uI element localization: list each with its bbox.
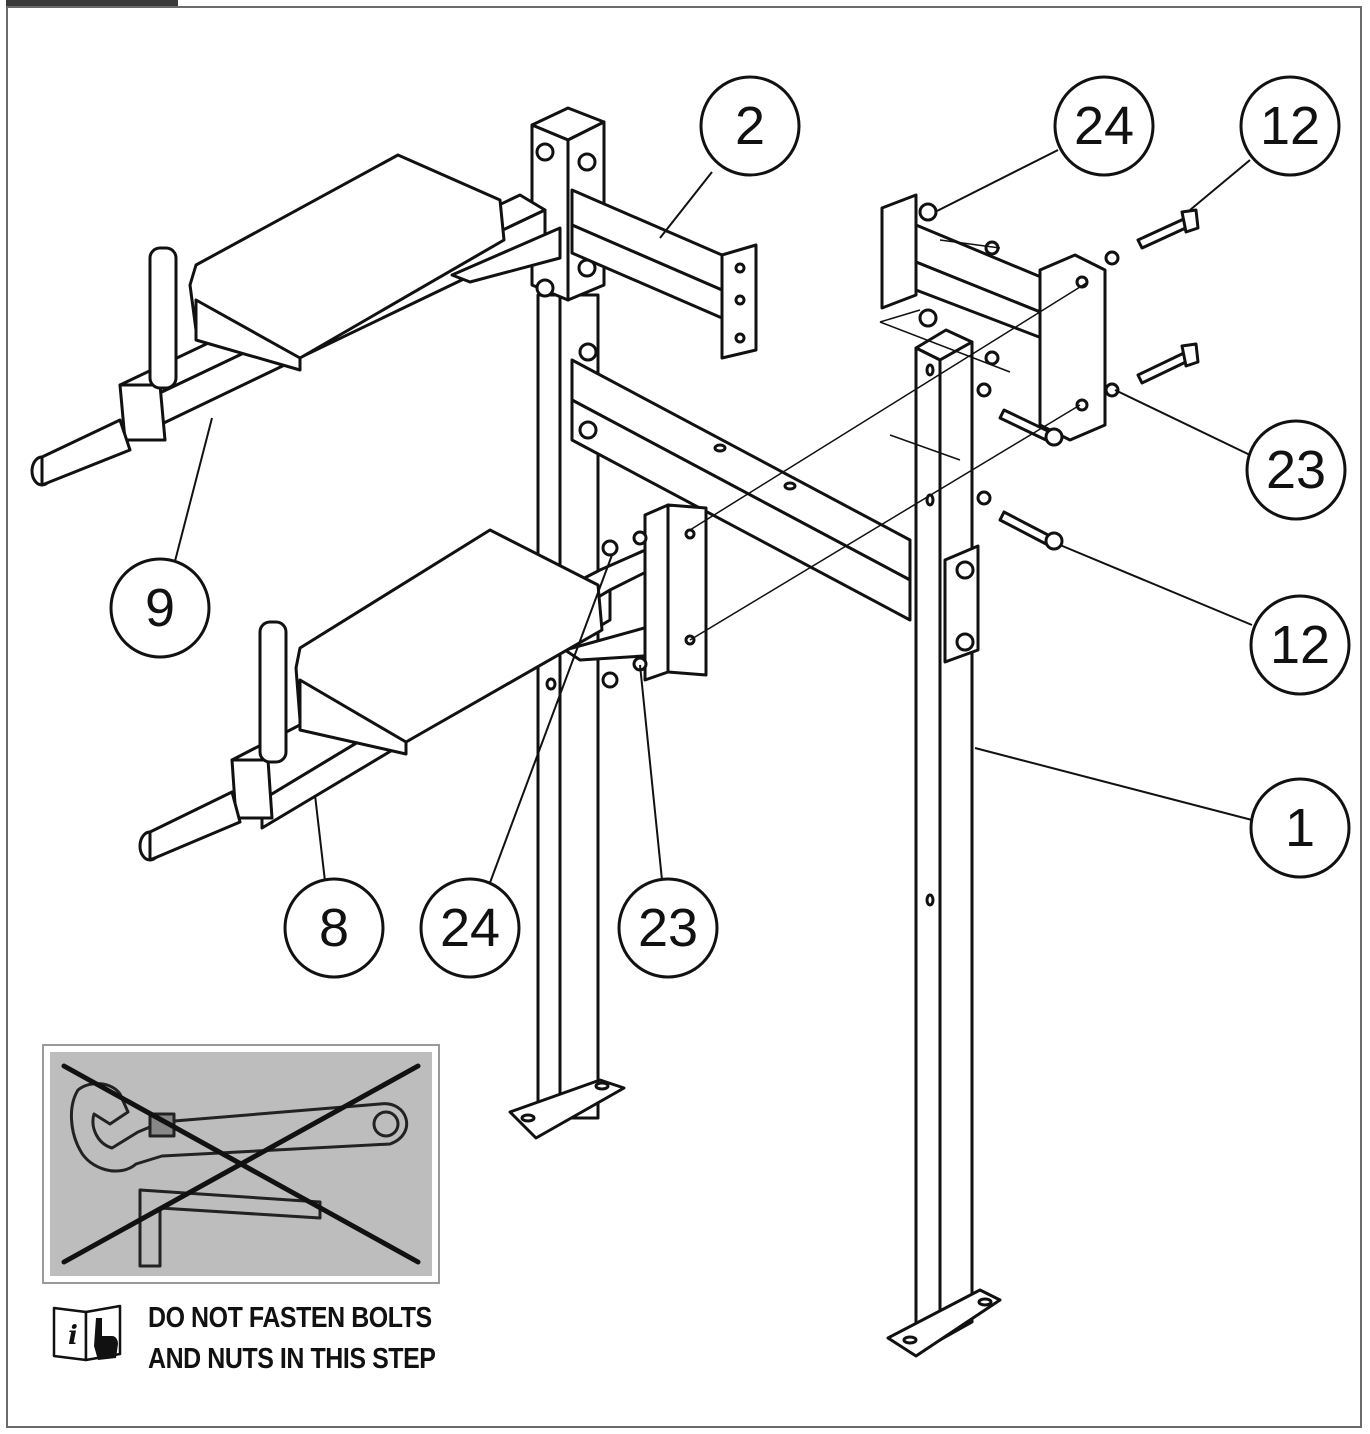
- callout-24-top: 24: [1053, 75, 1155, 177]
- callout-23-bottom: 23: [617, 877, 719, 979]
- svg-text:24: 24: [1074, 96, 1134, 156]
- svg-text:2: 2: [735, 96, 765, 156]
- svg-text:23: 23: [1266, 440, 1326, 500]
- leader-lines: [173, 149, 1253, 891]
- callout-24-bottom: 24: [419, 877, 521, 979]
- warning-panel-background: [50, 1052, 432, 1276]
- assembly-note: i DO NOT FASTEN BOLTS AND NUTS IN THIS S…: [50, 1296, 470, 1386]
- svg-text:23: 23: [638, 898, 698, 958]
- svg-text:i: i: [68, 1321, 78, 1351]
- no-tools-warning-panel: [42, 1044, 440, 1284]
- left-upright-post: [508, 293, 626, 1140]
- note-text: DO NOT FASTEN BOLTS AND NUTS IN THIS STE…: [148, 1298, 436, 1380]
- header-tab: [6, 0, 178, 8]
- note-line-1: DO NOT FASTEN BOLTS: [148, 1302, 432, 1334]
- callouts: 2 24 12 23 12 1 9 8: [109, 75, 1351, 979]
- part-1-right-upright: [886, 328, 1002, 1358]
- svg-text:12: 12: [1260, 96, 1320, 156]
- svg-text:12: 12: [1270, 615, 1330, 675]
- svg-text:1: 1: [1285, 798, 1315, 858]
- part-12-bolts: [976, 208, 1200, 551]
- callout-1: 1: [1249, 777, 1351, 879]
- middle-cross-bar: [570, 342, 912, 622]
- page-frame: [6, 6, 1362, 1428]
- callout-12-right: 12: [1249, 594, 1351, 696]
- crossed-out-wrench-and-hex-key-icon: [61, 1063, 421, 1268]
- part-8-lower-seat: [138, 503, 708, 862]
- callout-8: 8: [283, 877, 385, 979]
- callout-9: 9: [109, 557, 211, 659]
- callout-12-top: 12: [1239, 75, 1341, 177]
- right-top-bracket: [880, 193, 1120, 442]
- info-manual-icon: i: [52, 1304, 122, 1362]
- note-line-2: AND NUTS IN THIS STEP: [148, 1343, 436, 1375]
- part-2-arm: [570, 188, 758, 360]
- svg-text:24: 24: [440, 898, 500, 958]
- svg-text:8: 8: [319, 898, 349, 958]
- assembly-guide-lines: [689, 239, 1089, 641]
- callout-23-right: 23: [1245, 419, 1347, 521]
- svg-text:9: 9: [145, 578, 175, 638]
- part-9-upper-seat: [30, 153, 562, 487]
- callout-2: 2: [699, 75, 801, 177]
- cross-mark: [61, 1063, 421, 1265]
